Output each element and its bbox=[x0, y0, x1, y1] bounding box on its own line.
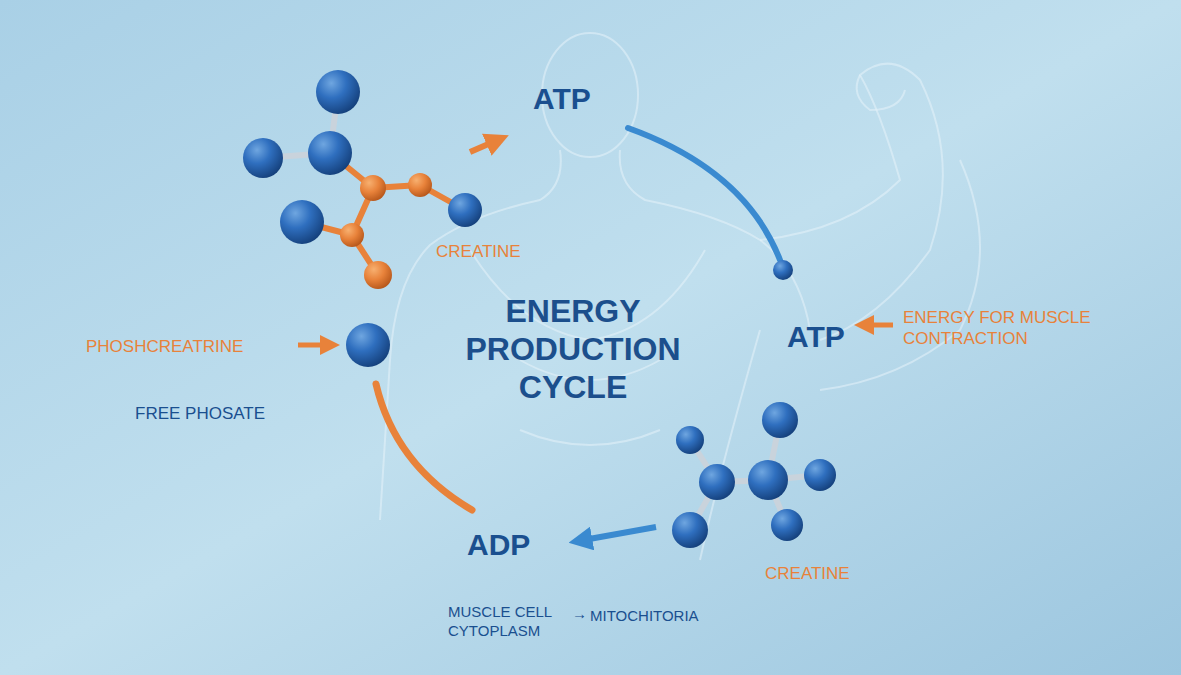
cycle-ball bbox=[773, 260, 793, 280]
molecule-label: ATP bbox=[787, 318, 845, 356]
pointer-arrow bbox=[298, 343, 332, 348]
molecule-label: FREE PHOSATE bbox=[135, 403, 265, 424]
annotation-label: ENERGY FOR MUSCLE CONTRACTION bbox=[903, 307, 1123, 350]
molecule-label: ADP bbox=[467, 526, 530, 564]
molecule-label: ATP bbox=[533, 80, 591, 118]
cycle-arrow bbox=[470, 139, 500, 152]
flow-symbol: → bbox=[572, 605, 587, 624]
cycle-arrow bbox=[578, 527, 656, 541]
location-label: MUSCLE CELL CYTOPLASM bbox=[448, 603, 573, 641]
location-label: MITOCHITORIA bbox=[590, 607, 699, 626]
pointer-arrow bbox=[862, 323, 893, 328]
cycle-arc bbox=[628, 128, 780, 260]
creatine-molecule bbox=[672, 402, 836, 548]
diagram-title: ENERGY PRODUCTION CYCLE bbox=[438, 292, 708, 406]
molecule-label: CREATINE bbox=[436, 241, 521, 262]
body-outline bbox=[380, 33, 980, 560]
molecule-label: PHOSHCREATRINE bbox=[86, 336, 243, 357]
cycle-arc bbox=[376, 384, 472, 510]
molecule-label: CREATINE bbox=[765, 563, 850, 584]
phosphate-ball bbox=[346, 323, 390, 367]
